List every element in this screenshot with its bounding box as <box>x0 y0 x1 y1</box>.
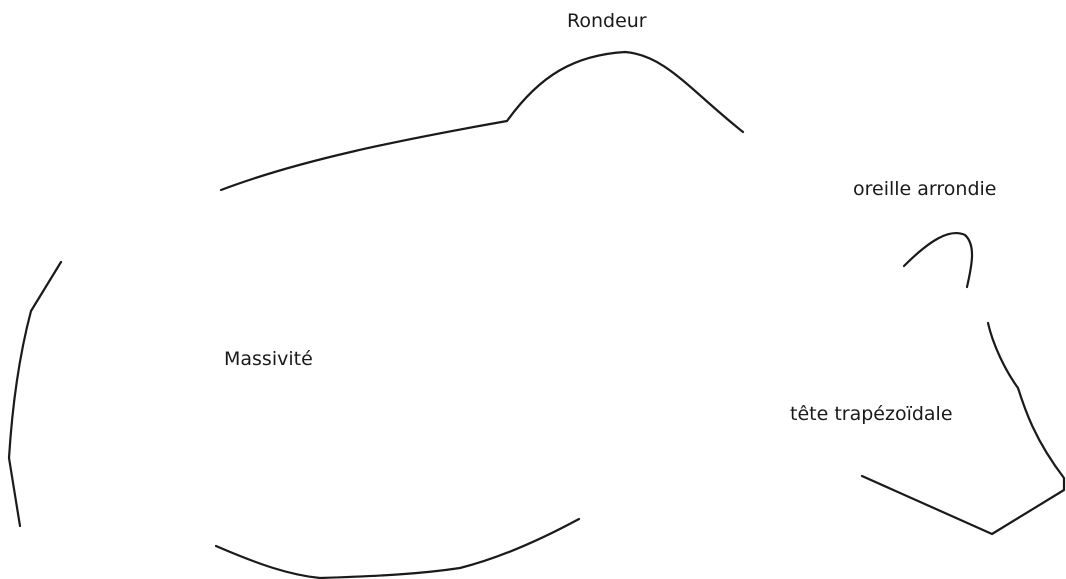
rump-line <box>9 262 61 526</box>
label-massivite: Massivité <box>224 350 313 369</box>
label-rondeur: Rondeur <box>567 12 647 31</box>
label-oreille-arrondie: oreille arrondie <box>853 180 996 199</box>
back-line <box>221 52 743 190</box>
head-line <box>862 323 1064 534</box>
belly-line <box>216 519 579 578</box>
ear-line <box>904 233 972 287</box>
label-tete-trapezoidale: tête trapézoïdale <box>790 405 953 424</box>
